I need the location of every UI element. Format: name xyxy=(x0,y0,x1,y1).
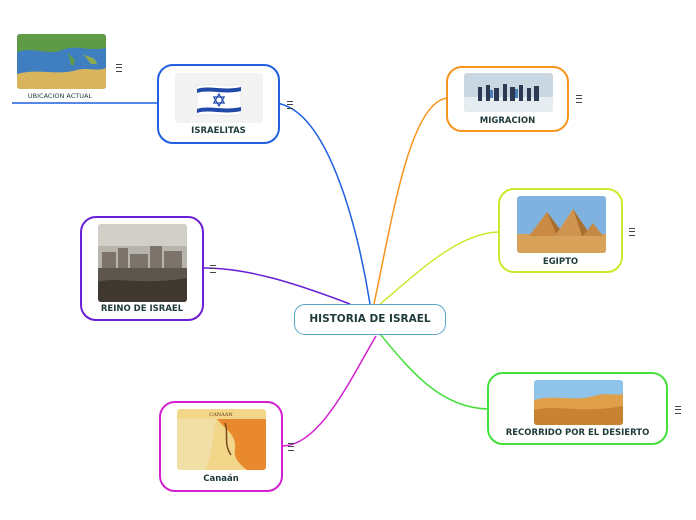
egipto-label: EGIPTO xyxy=(542,257,579,267)
node-migracion[interactable]: MIGRACION xyxy=(446,66,569,132)
node-israelitas[interactable]: ISRAELITAS xyxy=(157,64,280,144)
israel-flag-image xyxy=(175,73,263,123)
ancient-city-engraving-image xyxy=(98,224,187,302)
migrants-photo-image xyxy=(464,73,553,112)
central-topic[interactable]: HISTORIA DE ISRAEL xyxy=(294,304,446,335)
ubicacion-actual-label[interactable]: UBICACION ACTUAL xyxy=(27,92,93,100)
node-desierto[interactable]: RECORRIDO POR EL DESIERTO xyxy=(487,372,668,445)
notes-menu-icon[interactable] xyxy=(576,95,582,103)
notes-menu-icon[interactable] xyxy=(287,101,293,109)
mediterranean-map-image xyxy=(17,34,106,89)
link-desierto xyxy=(379,333,489,410)
notes-menu-icon[interactable] xyxy=(116,64,122,72)
notes-menu-icon[interactable] xyxy=(629,228,635,236)
node-egipto[interactable]: EGIPTO xyxy=(498,188,623,273)
link-canaan xyxy=(282,335,377,447)
desert-dunes-photo-image xyxy=(534,380,623,425)
canaan-map-image: CANAAN xyxy=(177,409,266,470)
reino-label: REINO DE ISRAEL xyxy=(100,304,184,314)
link-reino xyxy=(203,267,351,305)
desierto-label: RECORRIDO POR EL DESIERTO xyxy=(505,428,650,438)
node-canaan[interactable]: CANAAN Canaán xyxy=(159,401,283,492)
canaan-map-caption: CANAAN xyxy=(209,412,233,418)
migracion-label: MIGRACION xyxy=(479,116,536,126)
israelitas-label: ISRAELITAS xyxy=(191,126,246,136)
canaan-label: Canaán xyxy=(203,474,239,484)
link-migracion xyxy=(373,97,449,305)
pyramids-photo-image xyxy=(517,196,606,253)
node-reino[interactable]: REINO DE ISRAEL xyxy=(80,216,204,321)
link-egipto xyxy=(377,231,501,307)
notes-menu-icon[interactable] xyxy=(210,265,216,273)
notes-menu-icon[interactable] xyxy=(288,443,294,451)
link-israelitas xyxy=(158,102,371,305)
notes-menu-icon[interactable] xyxy=(675,406,681,414)
